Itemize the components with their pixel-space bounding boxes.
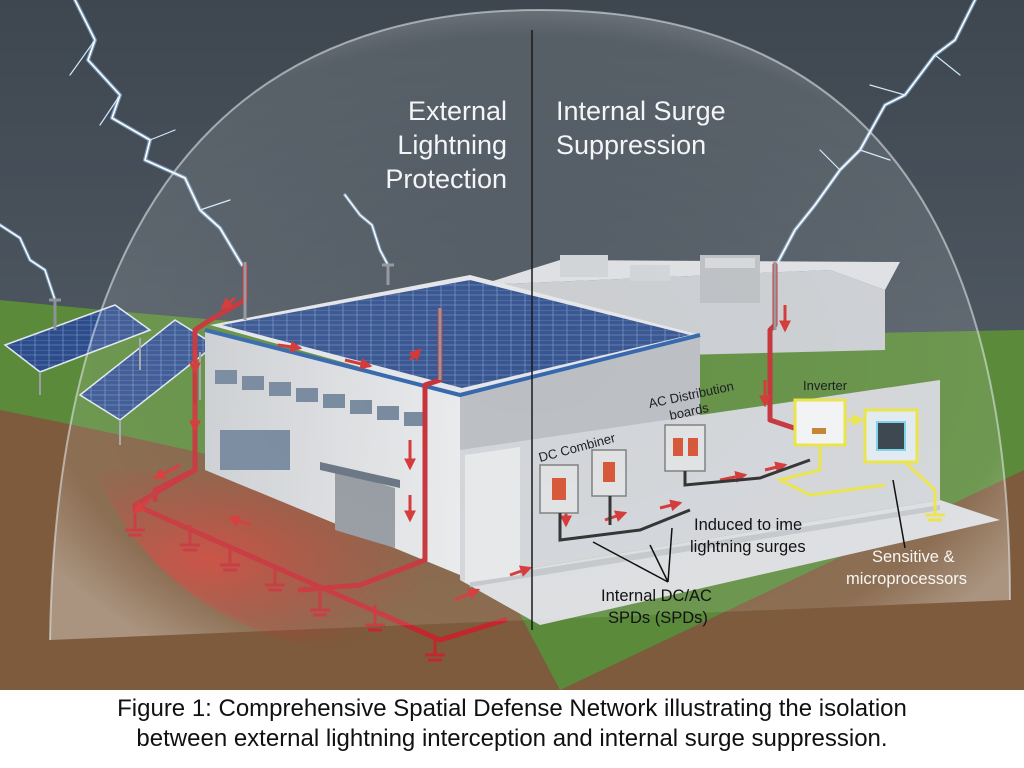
heading-internal: Internal Surge Suppression [556,96,726,160]
label-sensitive: microprocessors [846,570,967,588]
heading-external-line: Lightning [397,130,507,160]
label-induced-surges: Induced to ime [694,516,802,534]
label-inverter: Inverter [803,378,848,393]
label-internal-spds: SPDs (SPDs) [608,609,708,627]
figure-caption: Figure 1: Comprehensive Spatial Defense … [0,694,1024,768]
protection-dome [49,8,1011,641]
label-sensitive: Sensitive & [872,548,955,566]
caption-line: Figure 1: Comprehensive Spatial Defense … [117,695,907,722]
caption-line: between external lightning interception … [136,725,888,752]
label-internal-spds: Internal DC/AC [601,587,712,605]
leader-line [592,479,906,583]
heading-external: External Lightning Protection [385,96,507,194]
heading-external-line: Protection [385,164,507,194]
heading-internal-line: Suppression [556,130,706,160]
heading-external-line: External [408,96,507,126]
heading-internal-line: Internal Surge [556,96,726,126]
label-induced-surges: lightning surges [690,538,806,556]
protection-diagram: External Lightning Protection Internal S… [0,0,1024,690]
